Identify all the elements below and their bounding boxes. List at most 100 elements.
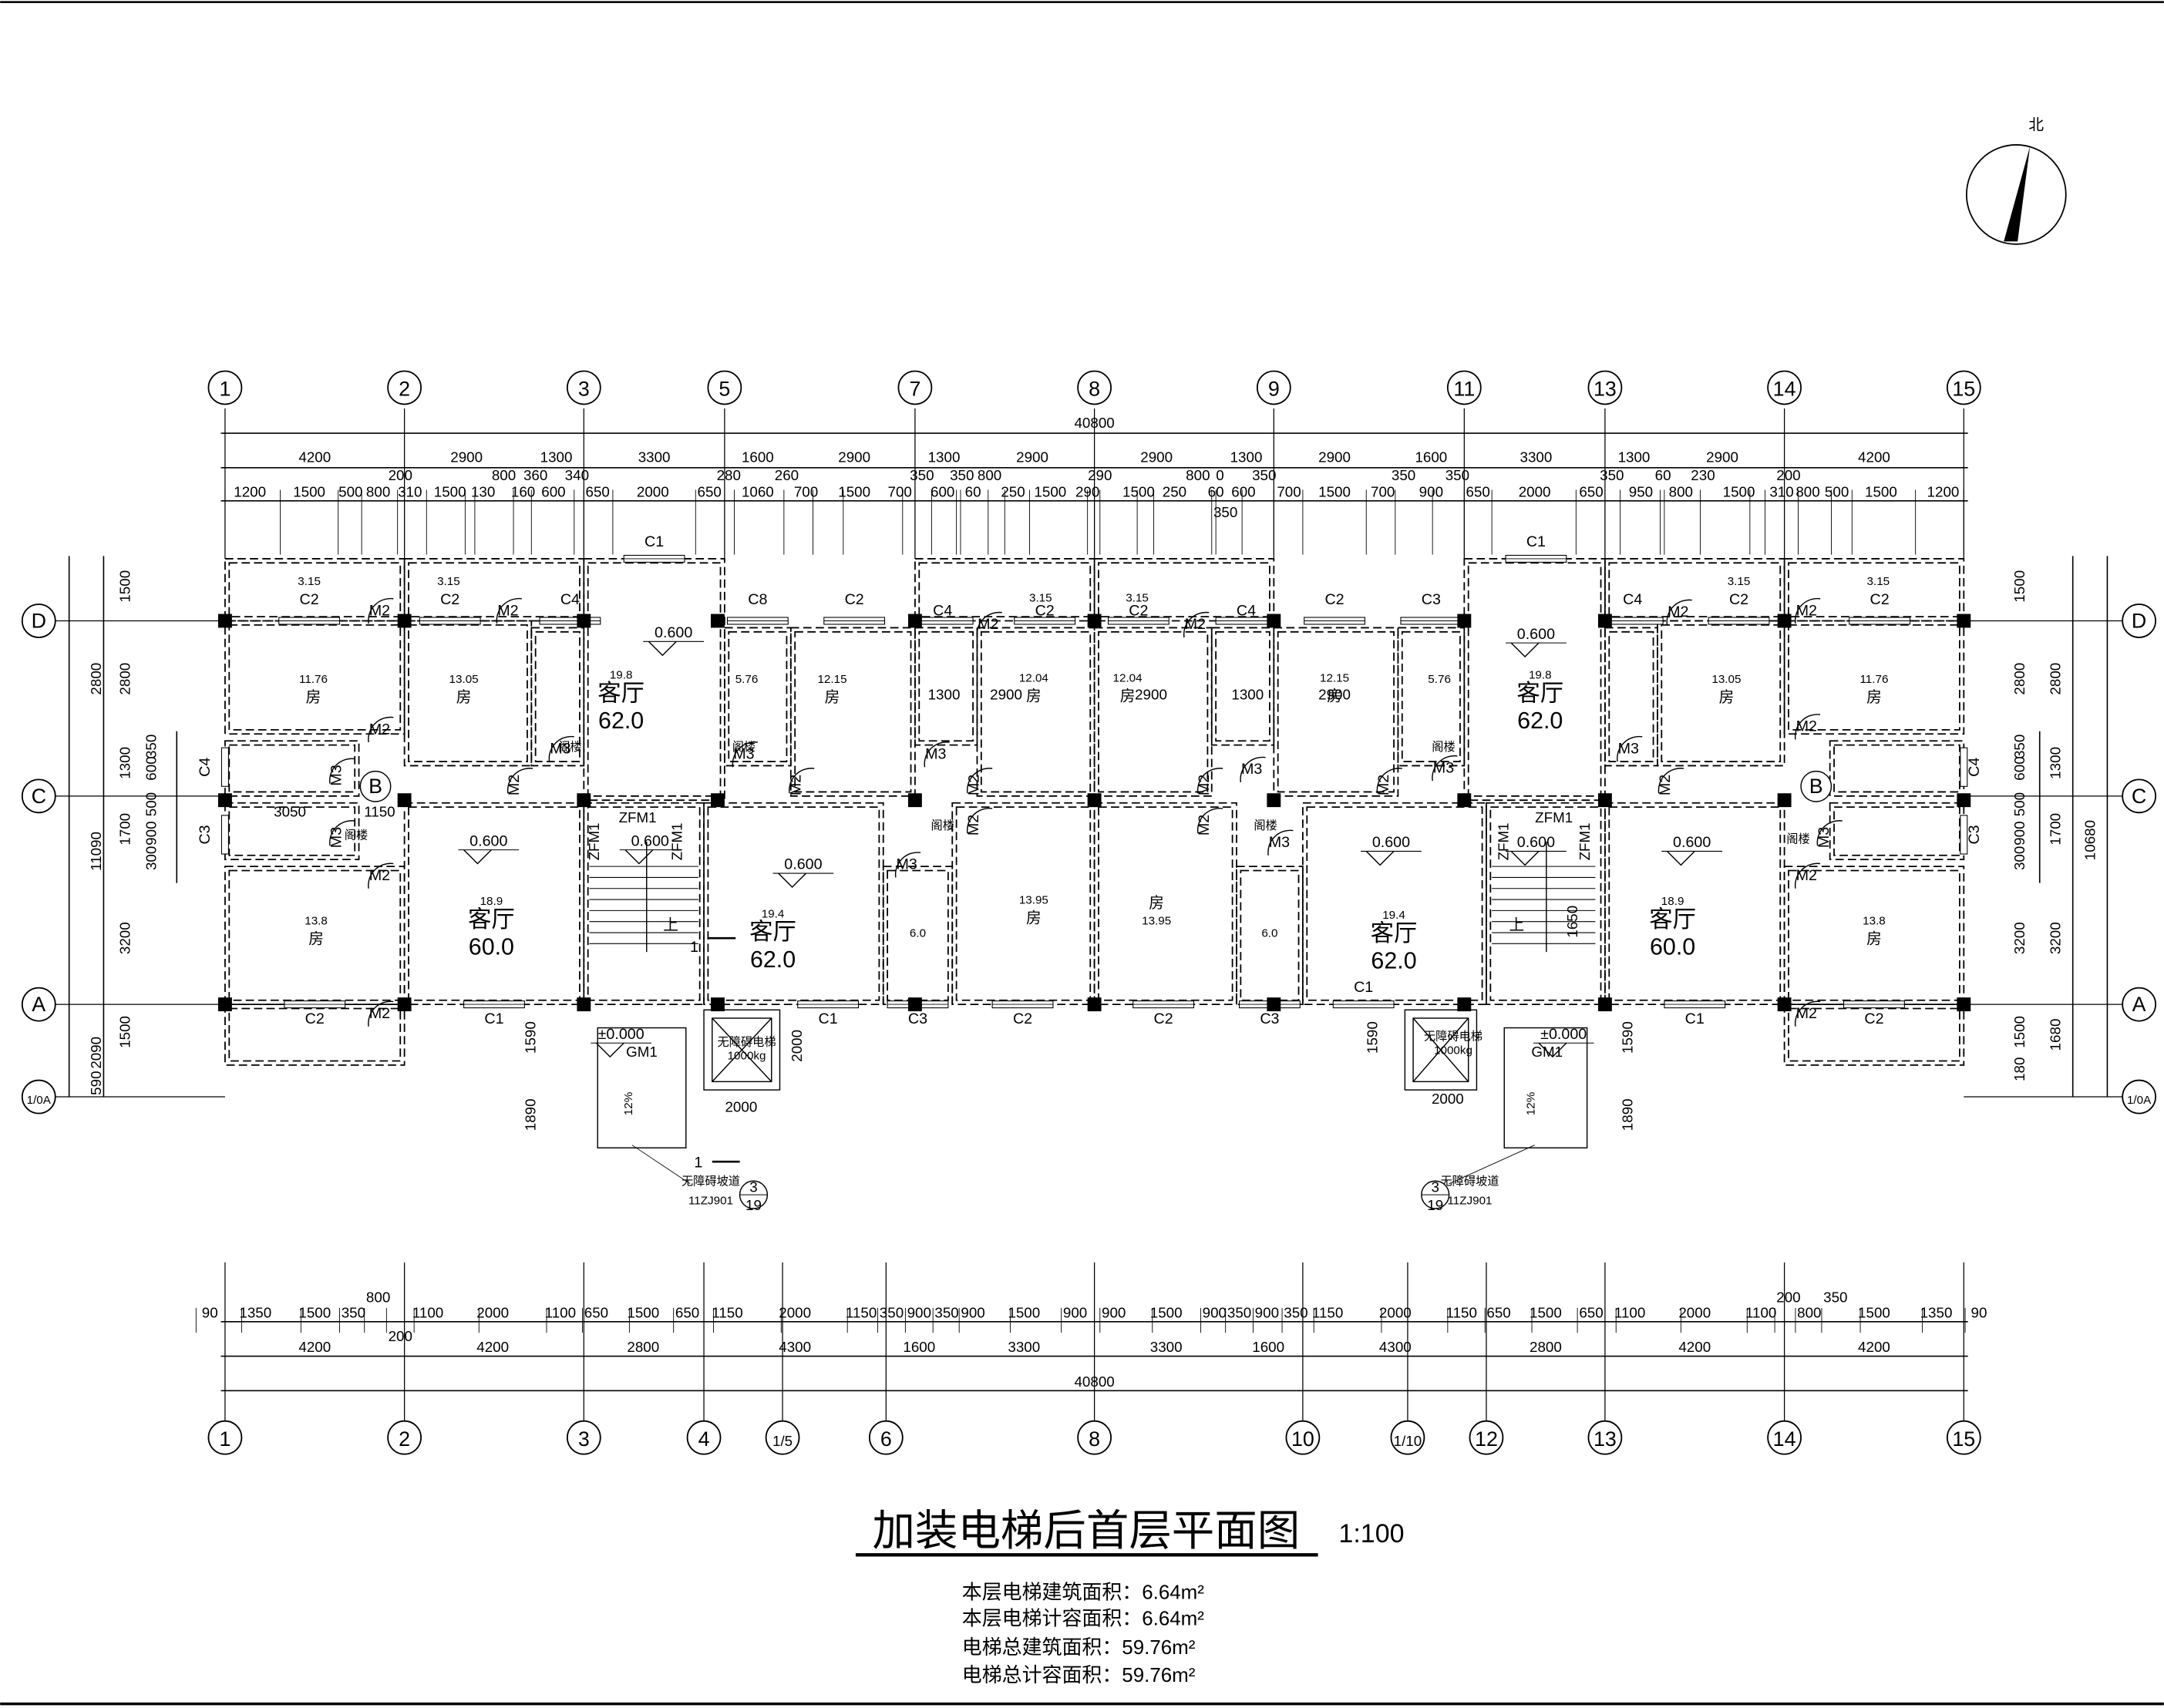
dimension-value-left: 900 [143,821,159,845]
axis-label-left: D [32,609,46,632]
door-label: M2 [1196,815,1213,836]
stair-up-label: 上 [663,916,678,933]
elevation-triangle [463,849,492,865]
room-wall-inner [1098,806,1233,1001]
door-swing-arc [368,597,394,624]
room-wall-inner [1277,630,1395,793]
dimension-value-left: 500 [143,792,159,816]
dimension-value: 350 [880,1304,904,1320]
dimension-value: 60 [1208,483,1224,499]
room-wall [703,802,884,1006]
room-area: 12.15 [817,673,846,686]
window-label: C1 [644,533,664,550]
dimension-value: 650 [675,1304,699,1320]
dimension-value: 1200 [234,483,266,499]
dimension-value-right: 300 [2011,846,2028,870]
living-room-name: 客厅 [1371,920,1418,946]
room-name: 房 [306,689,321,706]
axis-bubble [207,370,243,405]
structural-column [1597,614,1612,628]
structural-column [1457,614,1472,628]
dimension-value: 3300 [1150,1339,1183,1355]
dimension-value: 90 [202,1304,218,1320]
dimension-value: 650 [1579,483,1603,499]
axis-bubble [2122,778,2157,814]
inner-dimension: 2000 [725,1099,757,1115]
dimension-total: 40800 [1074,1373,1114,1390]
room-wall-inner [1215,630,1270,742]
dimension-value-right: 3200 [2011,922,2028,954]
dimension-value: 290 [1075,483,1099,499]
stair-up-label: 上 [1509,916,1525,933]
door-label: M3 [550,740,570,757]
stair-door-label: ZFM1 [1577,822,1593,860]
room-area: 13.95 [1142,914,1171,927]
door-swing-arc [966,768,993,794]
axis-label-top: 13 [1594,378,1617,401]
room-wall-inner [1098,630,1209,793]
room-wall [1302,802,1487,1006]
door-label: M2 [369,1005,390,1022]
structural-column [907,614,922,628]
axis-label-bottom: 1/5 [772,1433,793,1449]
dimension-value: 4200 [298,1339,331,1355]
room-wall-inner [408,562,581,618]
axis-label-bottom: 13 [1594,1427,1617,1451]
window-label: C2 [300,591,319,608]
dimension-value: 4300 [779,1339,811,1355]
dimension-value: 310 [1769,483,1793,499]
dimension-value: 700 [888,483,912,499]
inner-dimension: 1890 [523,1098,539,1131]
dimension-value: 600 [1231,483,1255,499]
structural-column [1267,614,1281,628]
dimension-value: 1150 [1446,1304,1477,1320]
axis-label-bottom: 15 [1952,1427,1975,1451]
north-arrow-circle [1965,144,2067,245]
area-note: 本层电梯建筑面积：6.64m² [962,1582,1205,1604]
dimension-value-right: 1500 [2011,570,2028,603]
dimension-value: 1500 [1318,483,1351,499]
structural-column [217,793,232,808]
dimension-value: 800 [978,467,1001,483]
window-label: C3 [1966,825,1983,844]
room-wall-inner [980,630,1092,793]
room-wall-inner [228,562,402,618]
dimension-value: 1100 [1614,1304,1645,1320]
dimension-value: 1600 [1252,1339,1284,1355]
dimension-value: 350 [1600,467,1624,483]
dimension-value: 1500 [1530,1304,1562,1320]
axis-label-left: 1/0A [27,1094,52,1107]
window-label: C2 [1154,1010,1173,1027]
living-room-total: 60.0 [469,934,514,960]
living-room-area: 18.9 [1661,895,1684,908]
window-label: C2 [1729,591,1748,608]
axis-label-bottom: 8 [1089,1427,1100,1451]
dimension-value: 800 [1186,467,1210,483]
living-room-name: 客厅 [1649,906,1696,933]
dimension-value: 600 [541,483,565,499]
room-area: 5.76 [735,673,759,686]
elevator-label: 无障碍电梯 [718,1035,776,1049]
room-wall [403,558,585,622]
dimension-value: 230 [1691,467,1715,483]
living-room-total: 62.0 [750,946,796,973]
dimension-lines [55,408,2125,1421]
inner-dimension: 1890 [1620,1098,1636,1131]
dimension-value: 130 [471,483,495,499]
axis-label-bottom: 1/10 [1394,1433,1422,1449]
axis-bubble [21,778,56,814]
room-area: 13.8 [305,914,328,927]
dimension-value: 650 [698,483,722,499]
axis-label-inner: B [369,775,382,798]
elevator-car [1412,1017,1469,1083]
dimension-value: 650 [584,1304,608,1320]
dimension-value: 1100 [545,1304,576,1320]
axis-bubble [387,1420,422,1455]
dimension-value: 1500 [293,483,325,499]
dimension-value: 350 [934,1304,958,1320]
door-label: M2 [1668,604,1688,620]
dimension-value-right: 2800 [2048,663,2064,695]
elevation-mark: 0.600 [1517,834,1555,851]
door-label: M2 [787,775,804,795]
dimension-value: 650 [586,483,610,499]
